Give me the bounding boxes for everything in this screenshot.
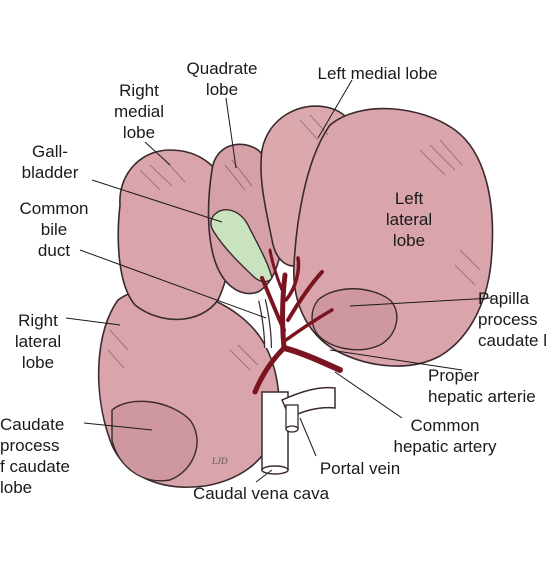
label-gallbladder: Gall- bladder [21, 142, 79, 182]
label-quadrate-lobe: Quadrate lobe [186, 59, 258, 99]
label-right-medial-lobe: Right medial lobe [113, 81, 165, 142]
caudate-process-shape [111, 400, 198, 482]
leader-lines [65, 79, 493, 483]
label-right-lateral-lobe: Right lateral lobe [14, 311, 62, 372]
label-left-medial-lobe: Left medial lobe [317, 64, 438, 83]
label-papillary-process: Papilla process caudate l [478, 289, 547, 350]
label-caudate-process: Caudate process f caudate lobe [0, 415, 70, 497]
papillary-process-shape [311, 288, 398, 351]
artist-signature: LJD [212, 456, 228, 466]
label-portal-vein: Portal vein [319, 459, 401, 478]
label-common-bile-duct: Common bile duct [19, 199, 89, 260]
label-left-lateral-lobe: Left lateral lobe [385, 189, 433, 250]
hepatic-arteries [252, 248, 343, 395]
label-caudal-vena-cava: Caudal vena cava [192, 484, 330, 503]
label-proper-hepatic-arteries: Proper hepatic arterie [428, 366, 536, 406]
label-common-hepatic-artery: Common hepatic artery [393, 416, 497, 456]
